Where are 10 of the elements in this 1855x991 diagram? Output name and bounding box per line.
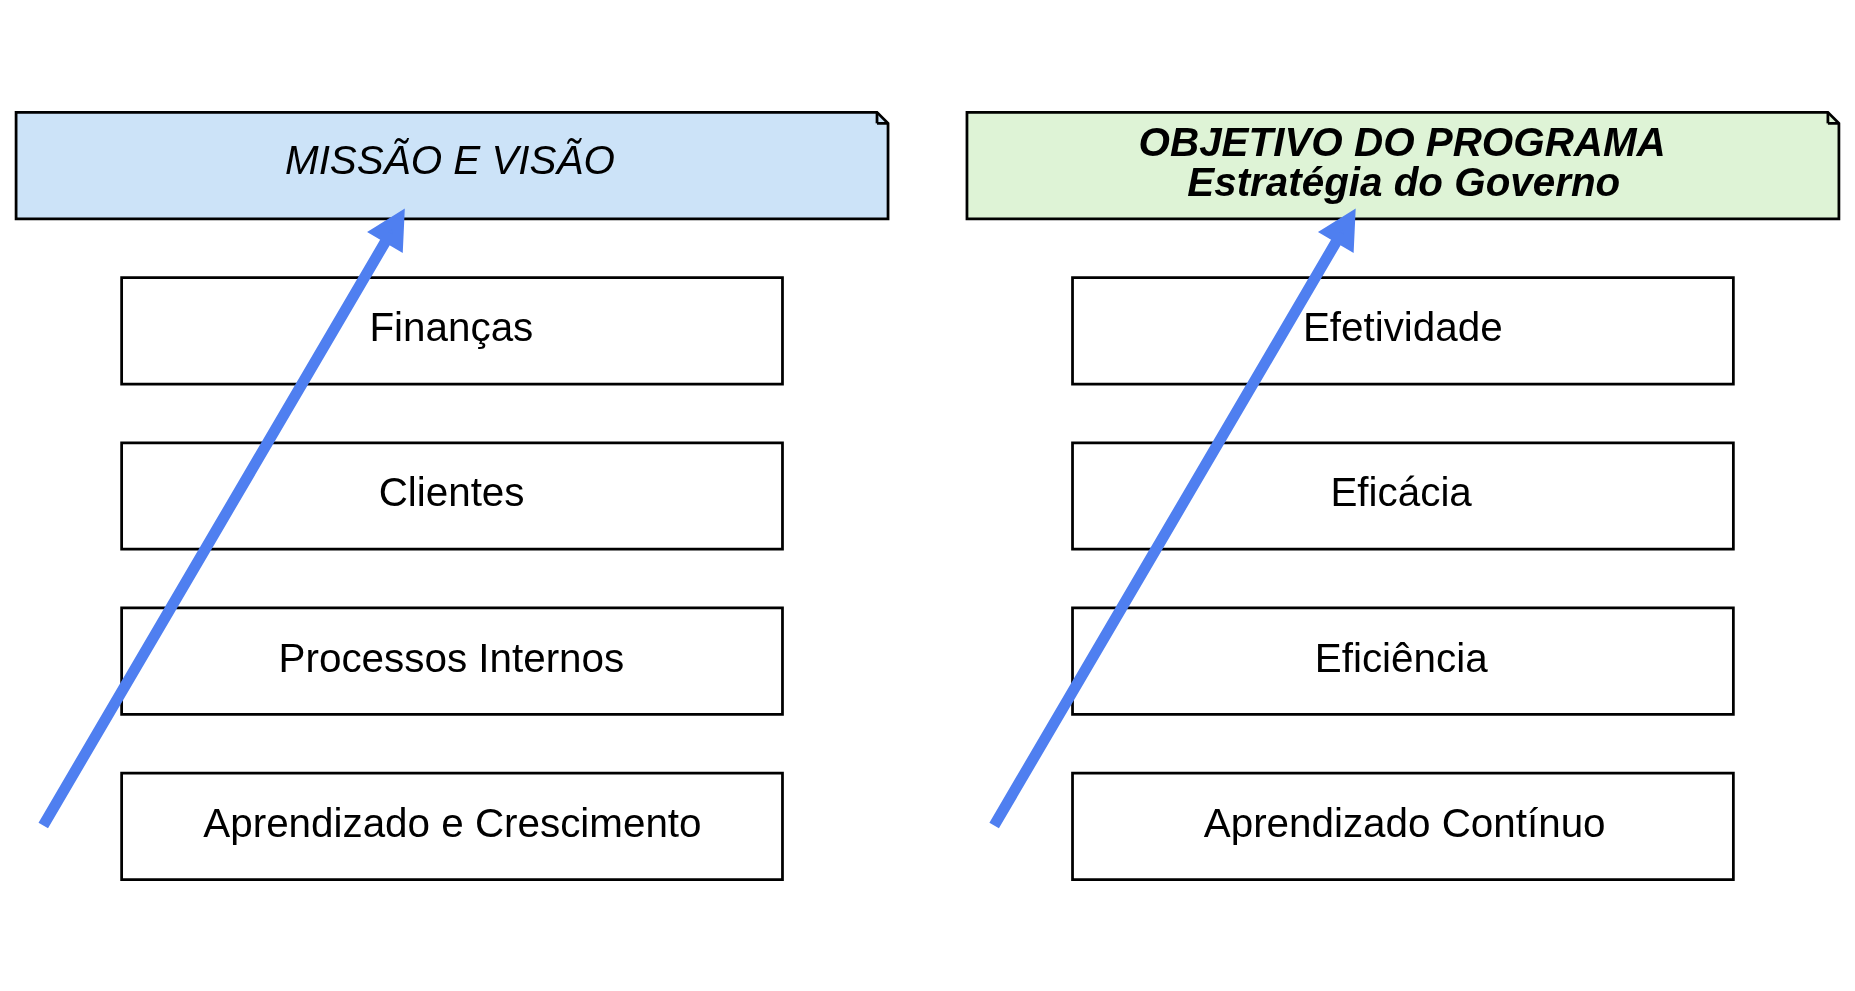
node-box: Finanças — [120, 275, 784, 385]
node-box: Processos Internos — [120, 606, 784, 716]
arrow — [989, 208, 1356, 828]
node-box: Aprendizado Contínuo — [1071, 771, 1735, 881]
arrow — [38, 208, 405, 828]
node-box: Eficiência — [1071, 606, 1735, 716]
node-box: Eficácia — [1071, 440, 1735, 551]
node-box: Efetividade — [1071, 275, 1735, 385]
node-box: Aprendizado e Crescimento — [120, 771, 784, 881]
node-box: Clientes — [120, 440, 784, 551]
